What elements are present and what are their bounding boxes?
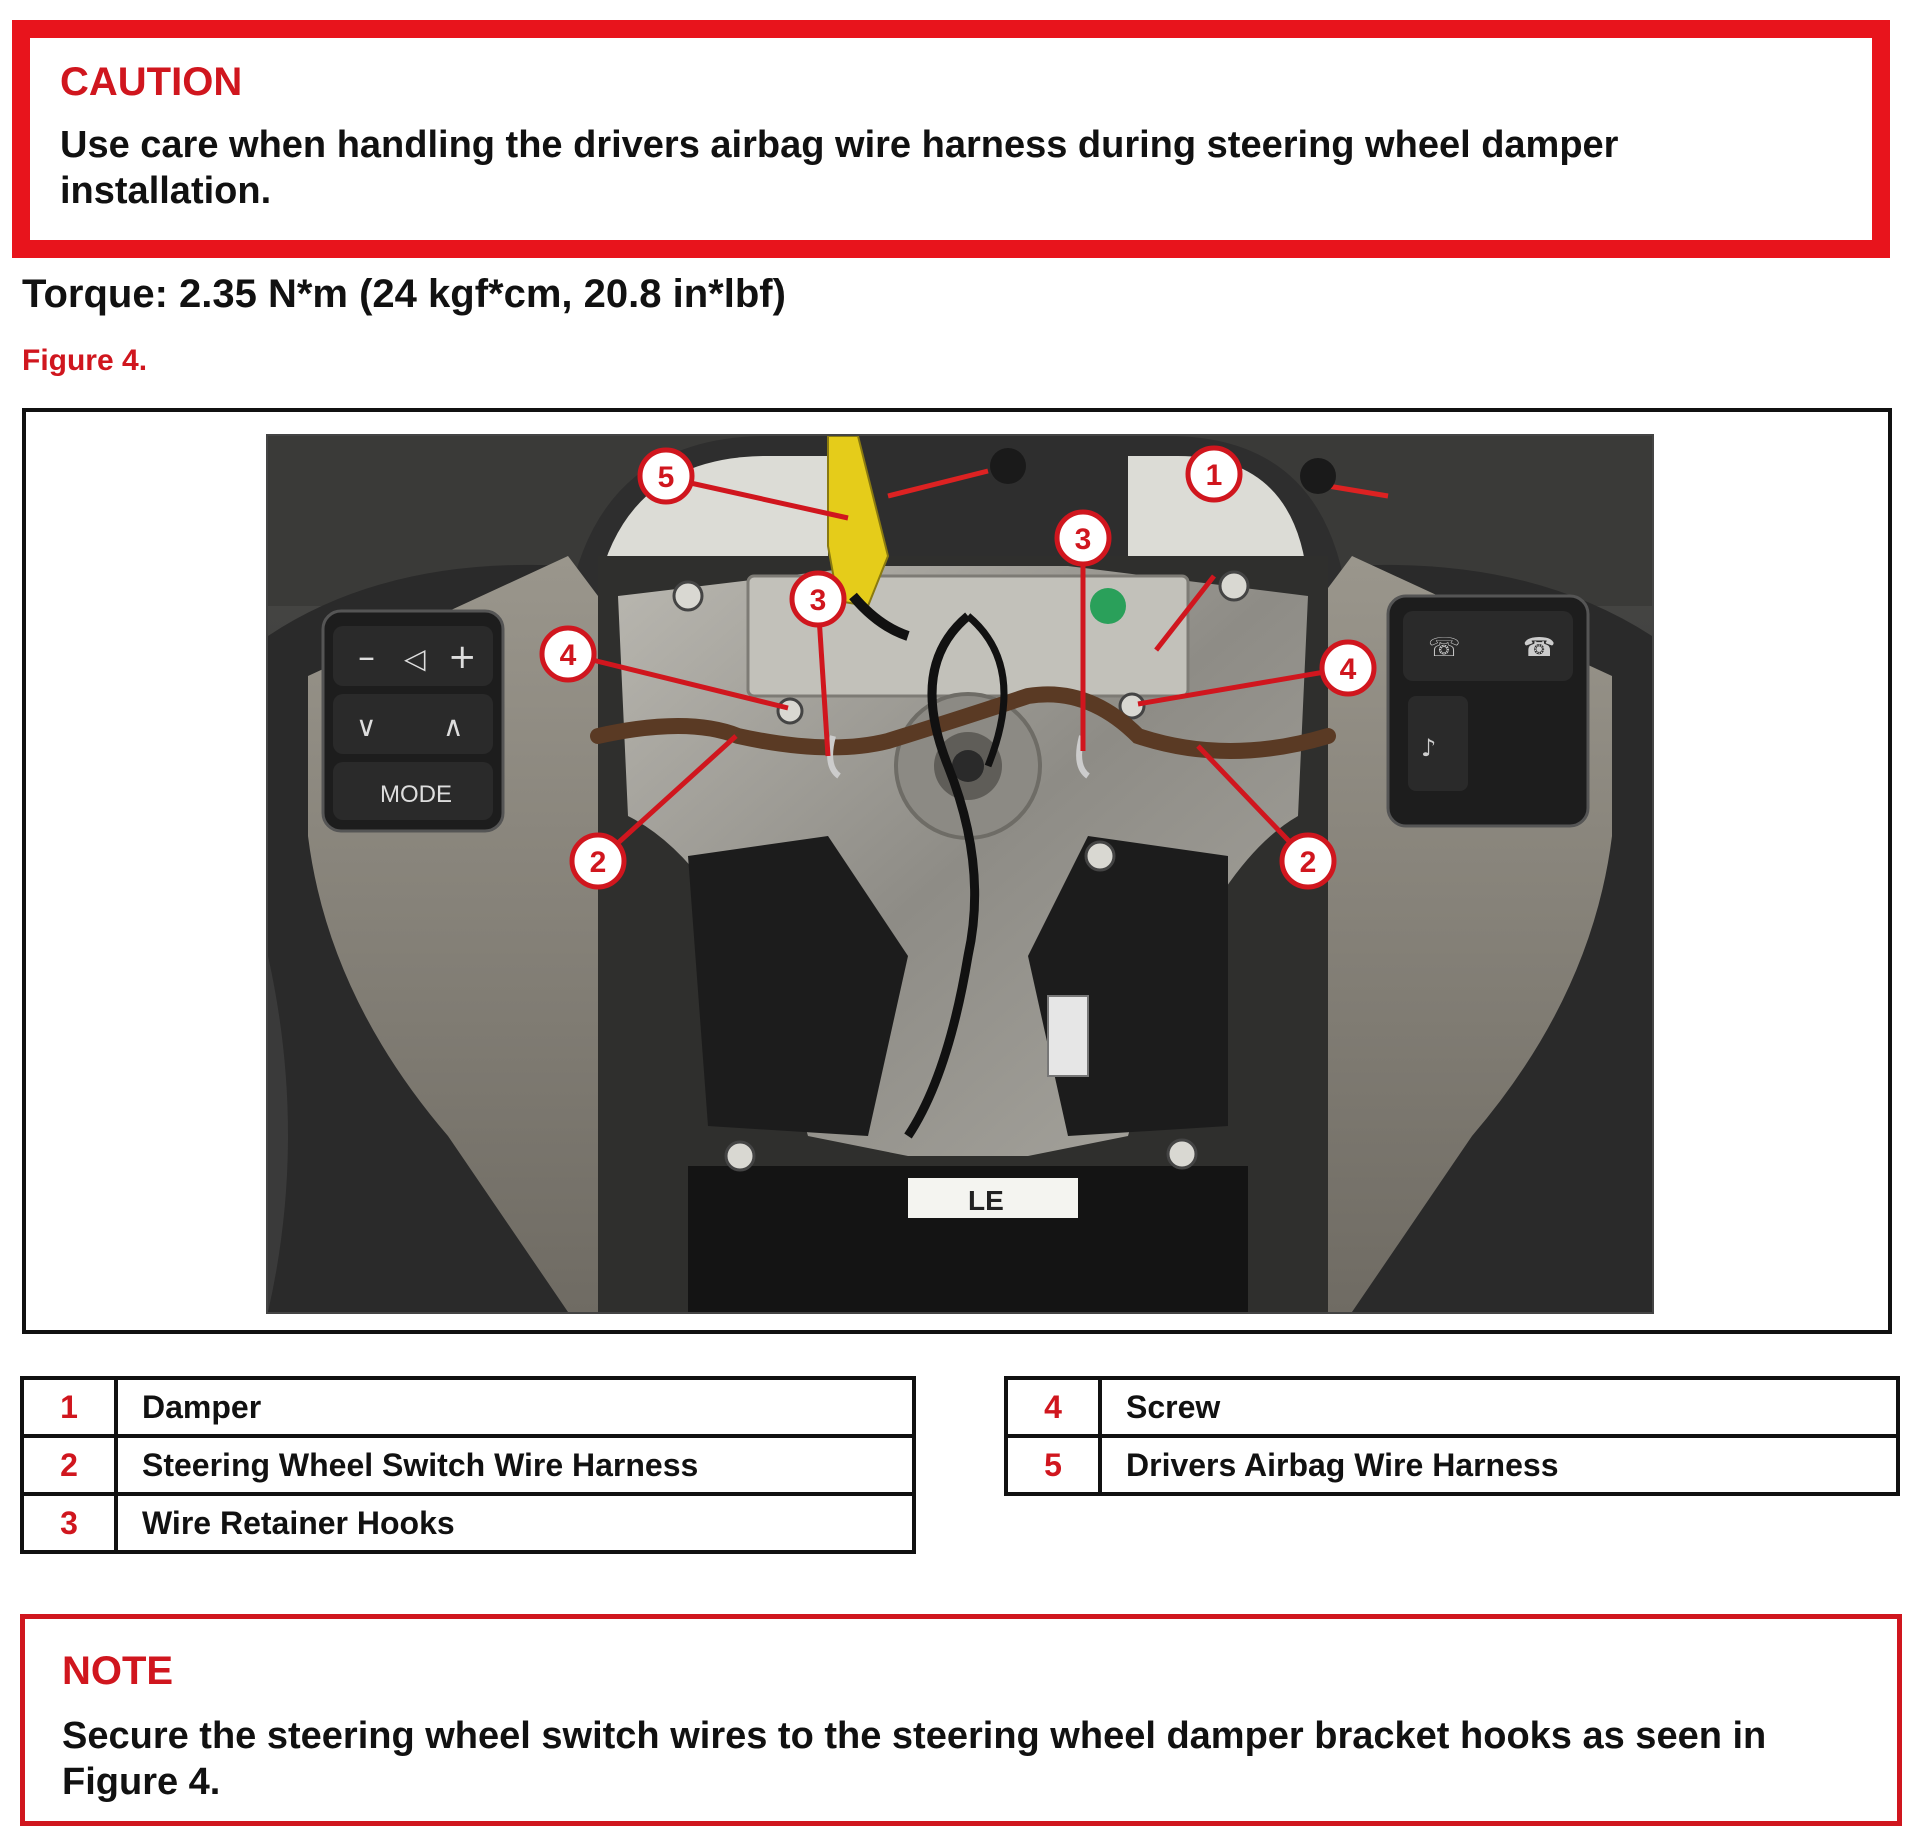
svg-text:∧: ∧ (443, 710, 464, 743)
svg-text:5: 5 (658, 461, 675, 494)
svg-text:☏: ☏ (1428, 633, 1461, 663)
mode-button-text: MODE (380, 781, 452, 808)
legend-table-left: 1 Damper 2 Steering Wheel Switch Wire Ha… (20, 1376, 916, 1554)
caution-text: Use care when handling the drivers airba… (60, 124, 1619, 212)
caution-title: CAUTION (60, 60, 243, 104)
callout-3-right: 3 (1054, 509, 1112, 751)
svg-text:1: 1 (1206, 459, 1223, 492)
note-title: NOTE (62, 1649, 174, 1693)
svg-text:4: 4 (560, 639, 577, 672)
caution-box: CAUTION Use care when handling the drive… (12, 20, 1890, 258)
legend-row: 4 Screw (1004, 1376, 1900, 1438)
callout-2-right: 2 (1196, 744, 1337, 890)
svg-text:+: + (448, 637, 477, 677)
legend-num: 1 (20, 1376, 118, 1438)
callout-4-right: 4 (1137, 639, 1377, 707)
note-text: Secure the steering wheel switch wires t… (62, 1715, 1767, 1803)
legend-label: Steering Wheel Switch Wire Harness (114, 1434, 916, 1496)
legend-label: Wire Retainer Hooks (114, 1492, 916, 1554)
figure-photo: – ◁ + ∨ ∧ MODE ☏ ☎ ♪ (266, 434, 1654, 1314)
svg-text:◁: ◁ (404, 642, 426, 675)
callout-3-left: 3 (789, 570, 847, 757)
svg-text:3: 3 (810, 584, 827, 617)
svg-text:☎: ☎ (1523, 633, 1555, 663)
callout-4-left: 4 (539, 625, 789, 711)
legend-table-right: 4 Screw 5 Drivers Airbag Wire Harness (1004, 1376, 1900, 1496)
legend-row: 1 Damper (20, 1376, 916, 1438)
photo-sticker-text: LE (968, 1185, 1004, 1216)
legend-num: 3 (20, 1492, 118, 1554)
torque-spec: Torque: 2.35 N*m (24 kgf*cm, 20.8 in*lbf… (22, 272, 786, 316)
svg-text:∨: ∨ (356, 710, 377, 743)
note-box: NOTE Secure the steering wheel switch wi… (20, 1614, 1902, 1826)
callout-2-left: 2 (569, 734, 738, 890)
callout-5: 5 (637, 447, 849, 521)
figure-label: Figure 4. (22, 344, 148, 377)
svg-text:4: 4 (1340, 653, 1357, 686)
svg-text:2: 2 (1300, 846, 1317, 879)
svg-text:♪: ♪ (1421, 734, 1436, 762)
legend-num: 4 (1004, 1376, 1102, 1438)
callout-1: 1 (1154, 445, 1243, 652)
svg-text:3: 3 (1075, 523, 1092, 556)
svg-text:2: 2 (590, 846, 607, 879)
legend-num: 2 (20, 1434, 118, 1496)
legend-row: 2 Steering Wheel Switch Wire Harness (20, 1434, 916, 1496)
legend-label: Damper (114, 1376, 916, 1438)
legend-label: Screw (1098, 1376, 1900, 1438)
legend-label: Drivers Airbag Wire Harness (1098, 1434, 1900, 1496)
legend-row: 3 Wire Retainer Hooks (20, 1492, 916, 1554)
legend-num: 5 (1004, 1434, 1102, 1496)
svg-text:–: – (358, 637, 375, 677)
legend-row: 5 Drivers Airbag Wire Harness (1004, 1434, 1900, 1496)
